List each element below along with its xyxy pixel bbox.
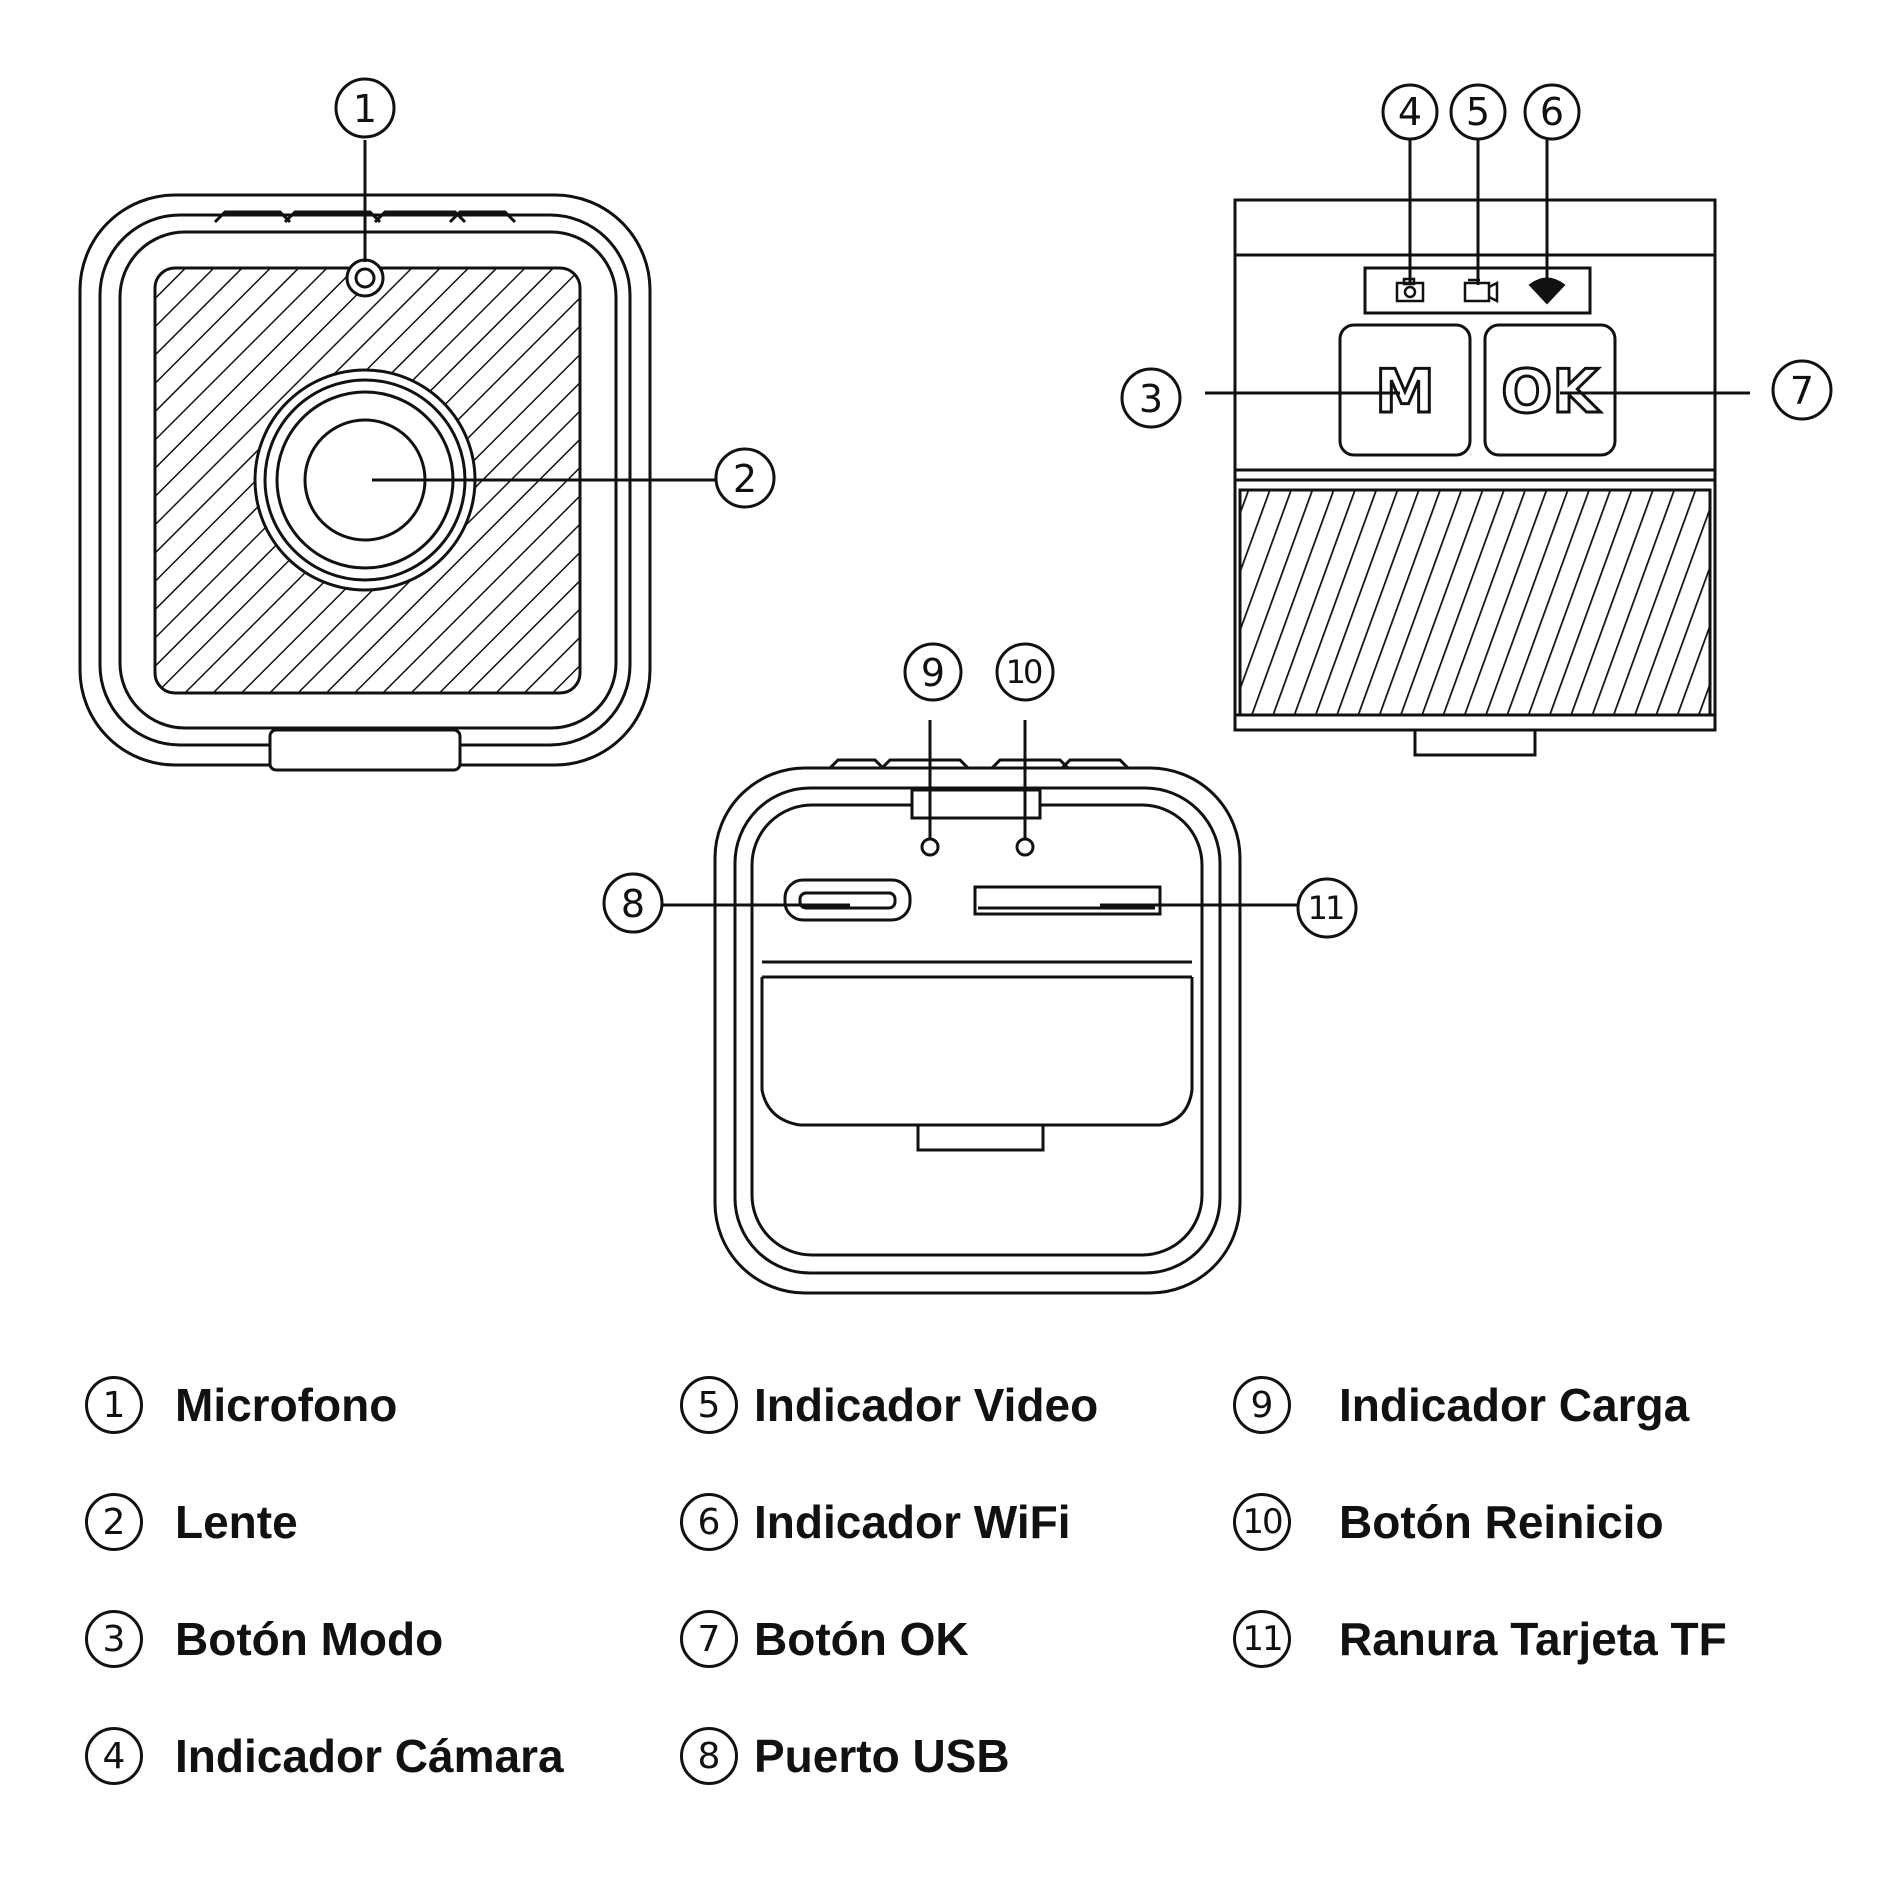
wifi-icon: [1528, 277, 1566, 305]
legend-number: 9: [1233, 1376, 1291, 1434]
legend-number: 6: [680, 1493, 738, 1551]
callout-8: 8: [602, 872, 850, 934]
callout-5-number: 5: [1466, 90, 1490, 134]
callout-2: 2: [372, 447, 776, 509]
legend-label: Indicador Carga: [1339, 1379, 1690, 1431]
legend-label: Botón OK: [754, 1613, 969, 1665]
camera-diagram: 1 2: [78, 77, 1833, 1295]
legend-item-microfono: 1 Microfono: [85, 1370, 397, 1440]
callout-4: 4: [1381, 83, 1439, 285]
legend: 1 Microfono 2 Lente 3 Botón Modo 4 Indic…: [0, 1370, 1900, 1870]
legend-number: 11: [1233, 1610, 1291, 1668]
callout-10-number: 10: [1006, 653, 1042, 691]
callout-7-number: 7: [1790, 369, 1814, 413]
reset-button-hole: [1015, 837, 1035, 857]
callout-8-number: 8: [621, 882, 645, 926]
usb-port: [783, 878, 912, 922]
legend-item-boton-reinicio: 10 Botón Reinicio: [1233, 1487, 1664, 1557]
side-texture: [1238, 488, 1712, 717]
legend-item-indicador-video: 5 Indicador Video: [680, 1370, 1098, 1440]
callout-6: 6: [1523, 83, 1581, 285]
tf-card-slot: [973, 885, 1162, 916]
legend-item-indicador-carga: 9 Indicador Carga: [1233, 1370, 1689, 1440]
legend-label: Indicador Cámara: [175, 1730, 564, 1782]
legend-item-boton-modo: 3 Botón Modo: [85, 1604, 443, 1674]
callout-5: 5: [1449, 83, 1507, 285]
mode-button-shape: [1338, 323, 1472, 457]
legend-label: Botón Modo: [175, 1613, 444, 1665]
legend-item-indicador-camara: 4 Indicador Cámara: [85, 1721, 564, 1791]
callout-9-number: 9: [921, 651, 945, 695]
legend-number: 2: [85, 1493, 143, 1551]
top-view: [1233, 198, 1717, 757]
ok-button-shape: [1483, 323, 1617, 457]
legend-item-indicador-wifi: 6 Indicador WiFi: [680, 1487, 1070, 1557]
legend-number: 1: [85, 1376, 143, 1434]
back-view: [713, 758, 1242, 1295]
callout-3-number: 3: [1139, 377, 1163, 421]
legend-label: Lente: [175, 1496, 298, 1548]
legend-number: 7: [680, 1610, 738, 1668]
callout-4-number: 4: [1398, 90, 1422, 134]
legend-item-boton-ok: 7 Botón OK: [680, 1604, 969, 1674]
callout-11-number: 11: [1308, 889, 1343, 927]
callout-9: 9: [903, 642, 963, 838]
legend-label: Microfono: [175, 1379, 398, 1431]
callout-1: 1: [334, 77, 396, 262]
callout-6-number: 6: [1540, 90, 1564, 134]
front-view: [78, 193, 652, 772]
legend-number: 10: [1233, 1493, 1291, 1551]
callout-2-number: 2: [733, 457, 757, 501]
legend-label: Botón Reinicio: [1339, 1496, 1664, 1548]
legend-item-lente: 2 Lente: [85, 1487, 298, 1557]
legend-number: 3: [85, 1610, 143, 1668]
charge-indicator-dot: [920, 837, 940, 857]
legend-number: 4: [85, 1727, 143, 1785]
legend-number: 8: [680, 1727, 738, 1785]
callout-11: 11: [1100, 877, 1358, 939]
callout-1-number: 1: [353, 87, 377, 131]
callout-3: 3: [1120, 367, 1400, 429]
legend-item-puerto-usb: 8 Puerto USB: [680, 1721, 1010, 1791]
legend-item-ranura-tarjeta-tf: 11 Ranura Tarjeta TF: [1233, 1604, 1727, 1674]
legend-label: Indicador WiFi: [754, 1496, 1071, 1548]
legend-label: Indicador Video: [754, 1379, 1099, 1431]
legend-number: 5: [680, 1376, 738, 1434]
callout-7: 7: [1560, 359, 1833, 421]
legend-label: Puerto USB: [754, 1730, 1010, 1782]
callout-10: 10: [995, 642, 1055, 838]
legend-label: Ranura Tarjeta TF: [1339, 1613, 1727, 1665]
